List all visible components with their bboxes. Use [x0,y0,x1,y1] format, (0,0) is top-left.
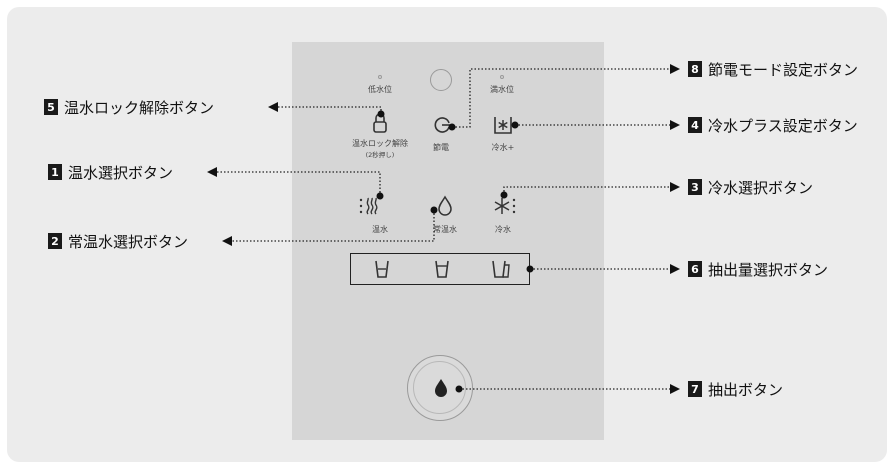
callout-5: 5 温水ロック解除ボタン [44,97,214,117]
room-temp-label: 常温水 [433,225,457,234]
dispense-drop-icon [435,379,447,397]
cup-large-icon[interactable] [490,257,514,281]
cold-label: 冷水 [495,225,511,234]
padlock-icon[interactable] [368,111,392,135]
callout-3: 3 冷水選択ボタン [688,177,813,197]
callout-6: 6 抽出量選択ボタン [688,259,828,279]
callout-4-label: 冷水プラス設定ボタン [708,116,858,135]
eco-power-icon[interactable] [430,113,454,137]
full-water-label: 満水位 [490,85,514,94]
snowflake-plus-icon[interactable] [491,113,515,137]
callout-7-label: 抽出ボタン [708,380,784,399]
callout-6-number: 6 [688,261,702,277]
low-water-label: 低水位 [368,85,392,94]
callout-8-number: 8 [688,61,702,77]
callout-8: 8 節電モード設定ボタン [688,59,858,79]
hot-label: 温水 [372,225,388,234]
water-drop-icon[interactable] [433,194,457,218]
callout-8-label: 節電モード設定ボタン [708,60,859,79]
callout-1: 1 温水選択ボタン [48,162,173,182]
callout-2-label: 常温水選択ボタン [68,232,189,251]
cold-plus-label: 冷水+ [491,143,515,152]
callout-3-number: 3 [688,179,702,195]
dispense-button-inner-ring [413,361,466,414]
callout-4: 4 冷水プラス設定ボタン [688,115,858,135]
callout-3-label: 冷水選択ボタン [708,178,814,197]
cup-medium-icon[interactable] [430,257,454,281]
hot-lock-release-sublabel: (2秒押し) [365,151,395,159]
callout-2: 2 常温水選択ボタン [48,231,188,251]
hot-lock-release-label: 温水ロック解除 [352,139,408,148]
low-water-indicator [378,75,382,79]
callout-1-number: 1 [48,164,62,180]
sensor-circle [430,69,452,91]
callout-2-number: 2 [48,233,62,249]
cup-small-icon[interactable] [370,257,394,281]
callout-5-label: 温水ロック解除ボタン [64,98,215,117]
callout-4-number: 4 [688,117,702,133]
callout-5-number: 5 [44,99,58,115]
callout-6-label: 抽出量選択ボタン [708,260,829,279]
callout-7: 7 抽出ボタン [688,379,783,399]
callout-7-number: 7 [688,381,702,397]
callout-1-label: 温水選択ボタン [68,163,174,182]
steam-icon[interactable] [357,194,381,218]
eco-label: 節電 [433,143,449,152]
snowflake-icon[interactable] [492,194,516,218]
full-water-indicator [500,75,504,79]
